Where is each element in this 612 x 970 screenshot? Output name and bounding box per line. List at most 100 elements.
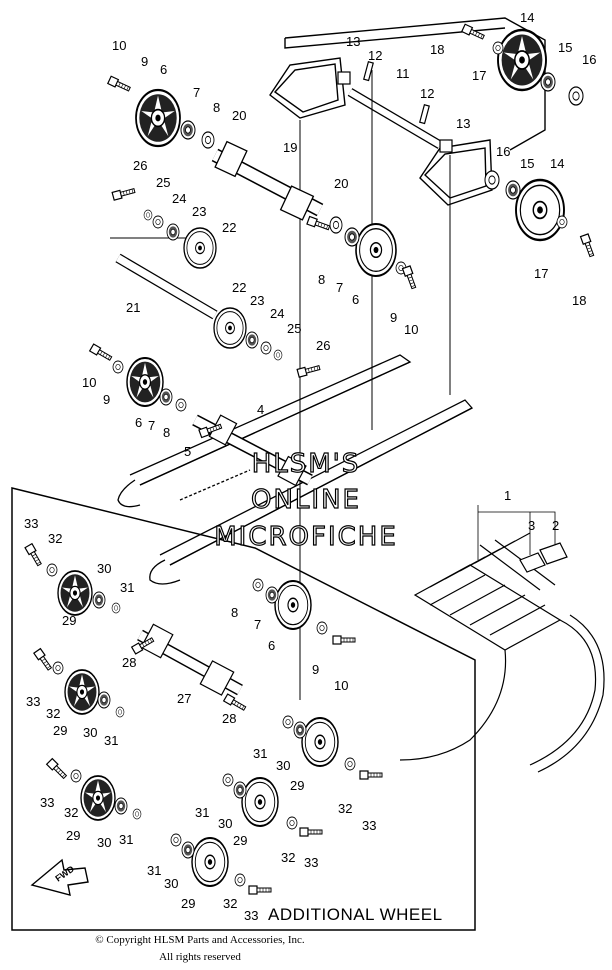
wheel-29-c bbox=[81, 776, 115, 820]
wheel-22-left bbox=[184, 228, 216, 268]
callout: 13 bbox=[346, 34, 360, 49]
callout: 22 bbox=[222, 220, 236, 235]
callout: 9 bbox=[390, 310, 397, 325]
wheel-6-upper bbox=[136, 90, 180, 146]
callout: 6 bbox=[352, 292, 359, 307]
callout: 10 bbox=[112, 38, 126, 53]
callout: 16 bbox=[496, 144, 510, 159]
track-1 bbox=[399, 532, 605, 773]
callout: 31 bbox=[253, 746, 267, 761]
wheel-29-f bbox=[192, 838, 228, 886]
callout: 16 bbox=[582, 52, 596, 67]
wheel-6-mid bbox=[356, 224, 396, 276]
callout: 29 bbox=[66, 828, 80, 843]
callout: 32 bbox=[48, 531, 62, 546]
copyright-line: © Copyright HLSM Parts and Accessories, … bbox=[95, 934, 305, 946]
callout: 18 bbox=[572, 293, 586, 308]
callout: 32 bbox=[281, 850, 295, 865]
callout: 30 bbox=[97, 561, 111, 576]
leader-lines bbox=[477, 505, 556, 560]
callout: 29 bbox=[181, 896, 195, 911]
callout: 8 bbox=[163, 425, 170, 440]
callout: 10 bbox=[404, 322, 418, 337]
callout: 28 bbox=[222, 711, 236, 726]
shaft-assembly-19 bbox=[211, 140, 324, 221]
callout: 8 bbox=[231, 605, 238, 620]
wheel-29-b bbox=[65, 670, 99, 714]
callout: 8 bbox=[213, 100, 220, 115]
callout: 19 bbox=[283, 140, 297, 155]
callout: 29 bbox=[290, 778, 304, 793]
callout: 13 bbox=[456, 116, 470, 131]
callout: 12 bbox=[420, 86, 434, 101]
callout: 31 bbox=[120, 580, 134, 595]
callout: 7 bbox=[336, 280, 343, 295]
callout: 32 bbox=[338, 801, 352, 816]
wheel-6-rear bbox=[127, 358, 163, 406]
callout: 17 bbox=[472, 68, 486, 83]
callout: 1 bbox=[504, 488, 511, 503]
wheel-22-right bbox=[214, 308, 246, 348]
callout: 29 bbox=[233, 833, 247, 848]
callout: 25 bbox=[287, 321, 301, 336]
callout: 30 bbox=[218, 816, 232, 831]
watermark: HLSM'S ONLINE MICROFICHE bbox=[214, 448, 397, 552]
callout: 20 bbox=[334, 176, 348, 191]
callout: 24 bbox=[270, 306, 284, 321]
pins-and-sliders bbox=[337, 61, 568, 573]
callout: 32 bbox=[46, 706, 60, 721]
callout-numbers: 1 2 3 4 5 6 6 6 6 7 7 7 7 8 8 8 8 9 9 9 … bbox=[24, 10, 596, 923]
callout: 3 bbox=[528, 518, 535, 533]
callout: 31 bbox=[147, 863, 161, 878]
callout: 11 bbox=[396, 66, 410, 81]
watermark-line1: HLSM'S bbox=[252, 449, 361, 479]
callout: 9 bbox=[312, 662, 319, 677]
callout: 18 bbox=[430, 42, 444, 57]
callout: 33 bbox=[40, 795, 54, 810]
callout: 30 bbox=[83, 725, 97, 740]
callout: 26 bbox=[133, 158, 147, 173]
callout: 2 bbox=[552, 518, 559, 533]
wheel-6-box bbox=[275, 581, 311, 629]
callout: 5 bbox=[184, 444, 191, 459]
callout: 7 bbox=[254, 617, 261, 632]
callout: 15 bbox=[558, 40, 572, 55]
watermark-line2: ONLINE bbox=[251, 485, 361, 515]
callout: 26 bbox=[316, 338, 330, 353]
callout: 30 bbox=[97, 835, 111, 850]
callout: 12 bbox=[368, 48, 382, 63]
callout: 10 bbox=[334, 678, 348, 693]
callout: 29 bbox=[62, 613, 76, 628]
callout: 9 bbox=[141, 54, 148, 69]
wheel-14-lower bbox=[516, 180, 564, 240]
wheel-29-e bbox=[242, 778, 278, 826]
callout: 10 bbox=[82, 375, 96, 390]
callout: 28 bbox=[122, 655, 136, 670]
rights-line: All rights reserved bbox=[159, 951, 241, 963]
callout: 33 bbox=[26, 694, 40, 709]
callout: 20 bbox=[232, 108, 246, 123]
callout: 31 bbox=[104, 733, 118, 748]
callout: 29 bbox=[53, 723, 67, 738]
callout: 25 bbox=[156, 175, 170, 190]
wheel-29-a bbox=[58, 571, 92, 615]
callout: 31 bbox=[195, 805, 209, 820]
upper-arm-assembly bbox=[269, 17, 546, 700]
callout: 6 bbox=[135, 415, 142, 430]
callout: 30 bbox=[276, 758, 290, 773]
wheel-29-d bbox=[302, 718, 338, 766]
forward-arrow: FWD bbox=[30, 858, 89, 896]
callout: 23 bbox=[250, 293, 264, 308]
shaft-27 bbox=[137, 623, 243, 696]
callout: 7 bbox=[148, 418, 155, 433]
callout: 6 bbox=[160, 62, 167, 77]
callout: 33 bbox=[304, 855, 318, 870]
additional-wheel-box: ADDITIONAL WHEEL bbox=[11, 487, 476, 931]
callout: 8 bbox=[318, 272, 325, 287]
callout: 9 bbox=[103, 392, 110, 407]
callout: 24 bbox=[172, 191, 186, 206]
callout: 15 bbox=[520, 156, 534, 171]
callout: 14 bbox=[520, 10, 534, 25]
callout: 22 bbox=[232, 280, 246, 295]
